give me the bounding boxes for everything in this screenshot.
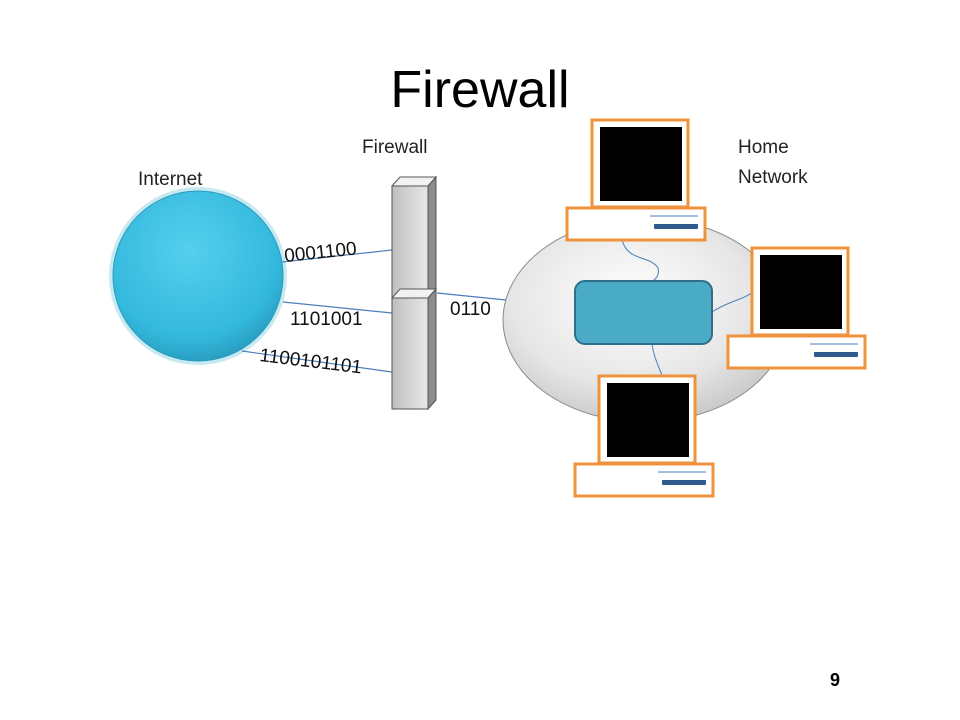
computer-bottom xyxy=(573,374,715,498)
home-network-label: Home Network xyxy=(738,134,808,192)
internet-cloud xyxy=(109,187,287,365)
firewall-block-lower xyxy=(390,287,438,411)
router-box xyxy=(574,280,713,345)
packet-middle-label: 1101001 xyxy=(290,309,363,330)
internet-label: Internet xyxy=(138,169,203,190)
firewall-block-upper xyxy=(390,175,438,300)
firewall-label: Firewall xyxy=(362,137,428,158)
wires-internet xyxy=(241,249,507,373)
computer-right xyxy=(726,246,867,370)
packet-bottom-label: 1100101101 xyxy=(258,345,363,378)
computer-top xyxy=(565,118,707,242)
packet-top-label: 0001100 xyxy=(283,239,357,267)
home-network-label-line2: Network xyxy=(738,167,808,188)
packet-passed-label: 0110 xyxy=(450,299,491,320)
page-number: 9 xyxy=(829,670,840,690)
home-network-label-line1: Home xyxy=(738,137,789,158)
slide-title: Firewall xyxy=(390,61,570,119)
